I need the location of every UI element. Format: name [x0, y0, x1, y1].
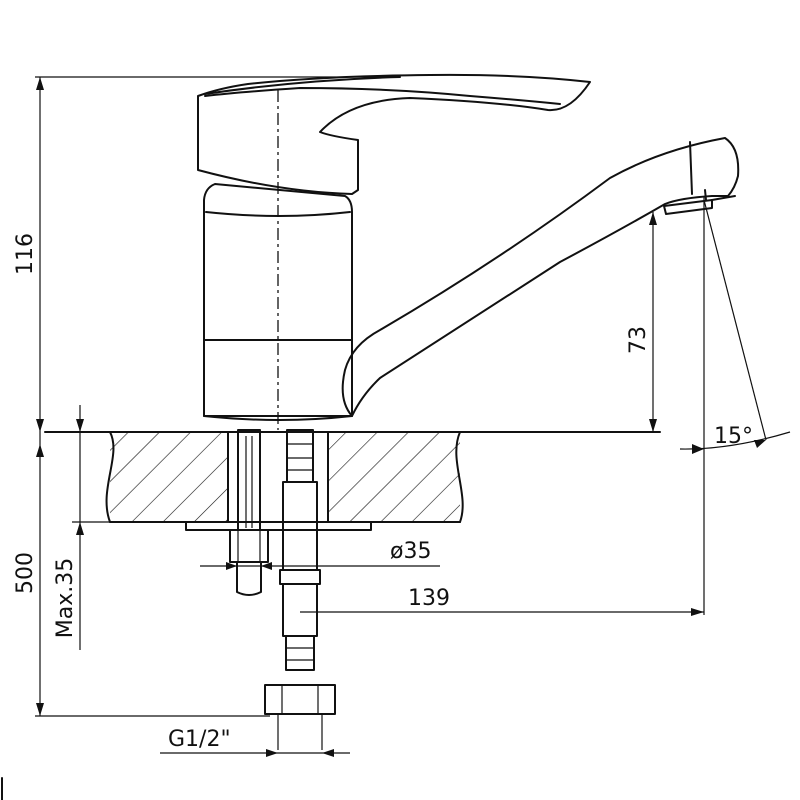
dimension-max-thickness: Max.35 [53, 405, 110, 650]
dimension-hose-length: 500 [13, 432, 270, 717]
dimension-label-spout-height: 73 [626, 326, 651, 354]
flexible-hose [264, 429, 336, 750]
dimension-label-thread: G1/2" [168, 727, 231, 752]
faucet-spout [341, 137, 740, 417]
dimension-label-height: 116 [13, 233, 38, 275]
dimension-label-reach: 139 [408, 586, 450, 611]
dimension-label-angle: 15° [714, 424, 753, 449]
dimension-height-total: 116 [13, 76, 400, 432]
dimension-spout-height: 73 [626, 212, 657, 432]
dimension-label-max-thickness: Max.35 [53, 558, 78, 638]
dimension-label-diameter: ø35 [390, 539, 431, 564]
dimension-hole-diameter: ø35 [200, 539, 440, 570]
countertop-section [44, 428, 661, 531]
mounting-rod [229, 429, 269, 596]
dimension-label-hose-length: 500 [13, 552, 38, 594]
dimension-spout-reach: 139 [300, 586, 704, 616]
handle-lever [197, 73, 591, 195]
dimension-angle: 15° [679, 199, 791, 454]
dimension-thread: G1/2" [160, 727, 350, 757]
